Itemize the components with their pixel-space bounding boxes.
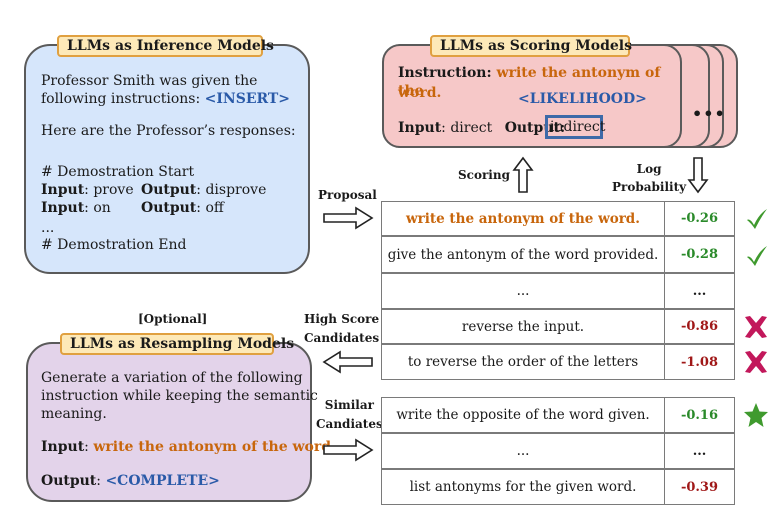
candidate-top-2-score-value: ...	[692, 283, 707, 299]
candidate-bottom-1-text-value: ...	[516, 443, 530, 459]
candidate-bottom-2-score: -0.39	[664, 469, 735, 505]
high-score-line-2: Candidates	[304, 331, 380, 345]
candidate-top-0-text: write the antonym of the word.	[381, 201, 665, 236]
inference-line-2-prefix: following instructions:	[41, 91, 205, 107]
similar-candidates-label: Similar Candiates	[316, 398, 383, 432]
candidate-top-2-text-value: ...	[516, 283, 530, 299]
inference-line-2: following instructions: <INSERT>	[41, 90, 290, 108]
scoring-instruction-label: Instruction	[398, 65, 487, 81]
demo-row-2: Input: on Output: off	[41, 199, 301, 217]
demo-row-2-input-label: Input	[41, 200, 85, 216]
scoring-label: Scoring	[458, 168, 510, 182]
candidate-top-1-score-value: -0.28	[680, 247, 719, 262]
proposal-label: Proposal	[318, 188, 377, 202]
left-arrow-icon	[322, 350, 373, 374]
resampling-input-label: Input	[41, 439, 85, 455]
log-probability-label: Log Probability	[612, 162, 686, 195]
candidate-bottom-0-text: write the opposite of the word given.	[381, 397, 665, 433]
resampling-line-3: meaning.	[41, 406, 107, 422]
demo-row-1-input-value: : prove	[84, 182, 134, 198]
scoring-models-panel	[382, 44, 682, 148]
candidate-bottom-2-score-value: -0.39	[680, 479, 719, 495]
demo-row-1-output-value: : disprove	[196, 182, 267, 198]
log-probability-line-1: Log	[636, 162, 662, 176]
candidate-top-3-text: reverse the input.	[381, 309, 665, 344]
log-probability-line-2: Probability	[612, 180, 687, 194]
demo-row-1-input-label: Input	[41, 182, 85, 198]
resampling-models-tag: LLMs as Resampling Models	[60, 333, 294, 355]
resampling-output-label: Output	[41, 473, 97, 489]
scoring-instruction-value: write the antonym of the	[398, 65, 661, 99]
candidate-top-4-text-value: to reverse the order of the letters	[407, 354, 639, 370]
proposal-arrow-icon	[323, 206, 374, 230]
candidate-bottom-2-text-value: list antonyms for the given word.	[409, 479, 637, 495]
inference-models-tag: LLMs as Inference Models	[57, 35, 274, 57]
inference-models-panel	[24, 44, 310, 274]
star-icon	[744, 403, 768, 427]
inference-line-3: Here are the Professor’s responses:	[41, 123, 296, 139]
resampling-output: Output: <COMPLETE>	[41, 473, 220, 489]
candidate-top-0-score: -0.26	[664, 201, 735, 236]
likelihood-token: <LIKELIHOOD>	[518, 91, 647, 107]
similar-arrow-icon	[323, 438, 374, 462]
demo-start: # Demostration Start	[41, 164, 195, 180]
candidate-bottom-2-text: list antonyms for the given word.	[381, 469, 665, 505]
candidate-bottom-0-score: -0.16	[664, 397, 735, 433]
cross-icon	[745, 316, 767, 338]
stack-ellipsis: •••	[692, 104, 726, 123]
resampling-input: Input: write the antonym of the word.	[41, 439, 336, 455]
resampling-line-2: instruction while keeping the semantic	[41, 388, 318, 404]
scoring-models-tag: LLMs as Scoring Models	[430, 35, 632, 57]
candidate-top-1-text-value: give the antonym of the word provided.	[387, 246, 659, 263]
scoring-instruction: Instruction: write the antonym of the	[398, 65, 661, 99]
candidate-top-3-score-value: -0.86	[680, 319, 719, 334]
scoring-instruction-value-2: word.	[398, 85, 442, 101]
similar-line-2: Candiates	[316, 417, 383, 431]
candidate-top-4-score-value: -1.08	[680, 354, 719, 370]
down-arrow-icon	[687, 157, 709, 194]
demo-end: # Demostration End	[41, 237, 187, 253]
candidate-top-2-text: ...	[381, 273, 665, 309]
check-icon	[747, 246, 767, 266]
high-score-line-1: High Score	[304, 312, 380, 326]
optional-label: [Optional]	[138, 312, 208, 326]
candidate-bottom-0-score-value: -0.16	[680, 407, 719, 423]
candidate-top-4-text: to reverse the order of the letters	[381, 344, 665, 380]
insert-token: <INSERT>	[204, 91, 291, 107]
scoring-input-label: Input	[398, 120, 442, 136]
high-score-candidates-label: High Score Candidates	[304, 312, 379, 346]
scoring-input-value: : direct	[441, 120, 493, 136]
demo-row-2-input-value: : on	[84, 200, 111, 216]
up-arrow-icon	[512, 156, 534, 193]
candidate-bottom-1-text: ...	[381, 433, 665, 469]
resampling-input-value: write the antonym of the word.	[93, 439, 336, 455]
complete-token: <COMPLETE>	[105, 473, 220, 489]
demo-ellipsis: ...	[41, 220, 55, 236]
candidate-top-3-score: -0.86	[664, 309, 735, 344]
candidate-top-2-score: ...	[664, 273, 735, 309]
candidate-top-0-text-value: write the antonym of the word.	[406, 210, 640, 227]
resampling-line-1: Generate a variation of the following	[41, 370, 303, 386]
scoring-output-box: indirect	[545, 115, 606, 139]
candidate-bottom-1-score-value: ...	[692, 443, 707, 459]
demo-row-2-output-label: Output	[141, 200, 197, 216]
inference-line-1: Professor Smith was given the	[41, 73, 258, 89]
demo-row-1: Input: prove Output: disprove	[41, 181, 301, 199]
candidate-top-1-score: -0.28	[664, 236, 735, 273]
check-icon	[747, 209, 767, 229]
similar-line-1: Similar	[324, 398, 374, 412]
candidate-top-3-text-value: reverse the input.	[461, 318, 585, 335]
candidate-top-4-score: -1.08	[664, 344, 735, 380]
demo-row-1-output-label: Output	[141, 182, 197, 198]
candidate-bottom-0-text-value: write the opposite of the word given.	[396, 407, 650, 423]
scoring-io: Input: direct Output:	[398, 120, 566, 136]
scoring-output-value: indirect	[550, 119, 606, 135]
cross-icon	[745, 351, 767, 373]
candidate-bottom-1-score: ...	[664, 433, 735, 469]
demo-row-2-output-value: : off	[196, 200, 224, 216]
candidate-top-1-text: give the antonym of the word provided.	[381, 236, 665, 273]
candidate-top-0-score-value: -0.26	[680, 211, 719, 226]
